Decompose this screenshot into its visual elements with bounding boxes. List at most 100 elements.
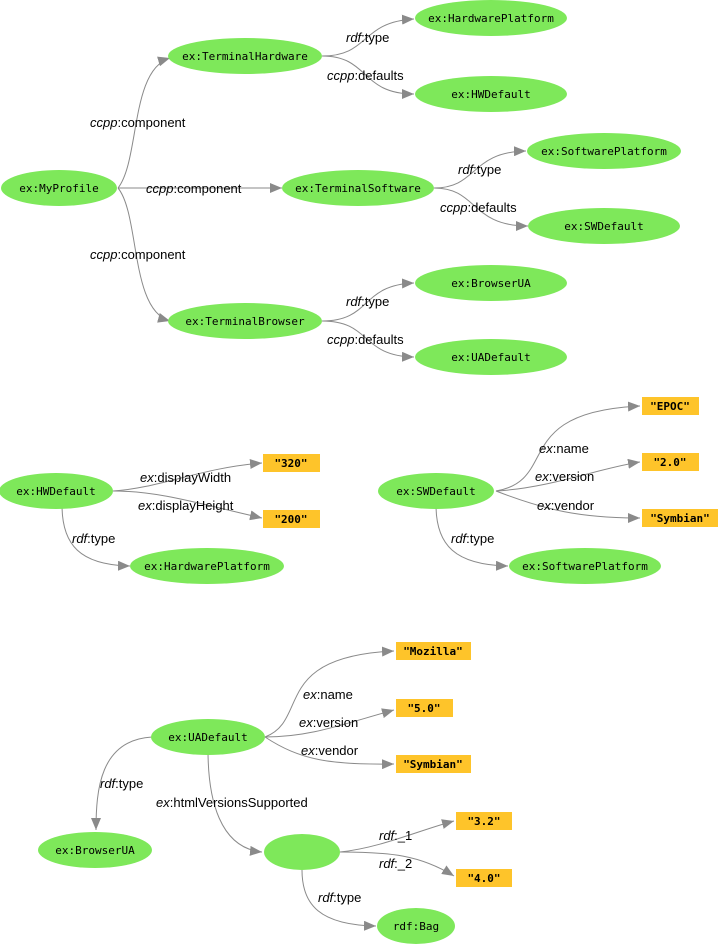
svg-text:"5.0": "5.0" [407,702,440,715]
edge-label-ccpp-component-2: ccpp:component [146,181,242,196]
svg-text:ex:MyProfile: ex:MyProfile [19,182,98,195]
svg-text:ex:HWDefault: ex:HWDefault [451,88,530,101]
node-ex-hwdefault-2: ex:HWDefault [0,473,113,509]
node-ex-swdefault-1: ex:SWDefault [528,208,680,244]
literal-2-0: "2.0" [642,453,699,471]
node-ex-softwareplatform-1: ex:SoftwarePlatform [527,133,681,169]
literal-mozilla: "Mozilla" [396,642,471,660]
svg-text:"Symbian": "Symbian" [650,512,710,525]
edge-label-rdf-type-1: rdf:type [346,30,389,45]
node-ex-myprofile: ex:MyProfile [1,170,117,206]
node-ex-uadefault-2: ex:UADefault [151,719,265,755]
literal-epoc: "EPOC" [642,397,699,415]
node-ex-hardwareplatform-2: ex:HardwarePlatform [130,548,284,584]
svg-text:"200": "200" [274,513,307,526]
edge-label-rdf-2: rdf:_2 [379,856,412,871]
svg-text:ex:TerminalBrowser: ex:TerminalBrowser [185,315,305,328]
edge-label-ex-name-2: ex:name [303,687,353,702]
edge-uadefault-browserua [91,736,153,831]
edge-label-ex-vendor-2: ex:vendor [301,743,359,758]
svg-text:ex:HWDefault: ex:HWDefault [16,485,95,498]
edge-label-ex-displayheight: ex:displayHeight [138,498,234,513]
edge-blank-40 [339,851,455,877]
node-ex-uadefault-1: ex:UADefault [415,339,567,375]
edge-label-ccpp-defaults-3: ccpp:defaults [327,332,404,347]
svg-text:"EPOC": "EPOC" [650,400,690,413]
node-ex-browserua-2: ex:BrowserUA [38,832,152,868]
svg-text:ex:BrowserUA: ex:BrowserUA [55,844,135,857]
edge-ts-softwareplatform [433,146,527,189]
svg-text:ex:SWDefault: ex:SWDefault [396,485,475,498]
edge-label-ccpp-component-1: ccpp:component [90,115,186,130]
svg-text:ex:UADefault: ex:UADefault [451,351,530,364]
node-ex-terminalsoftware: ex:TerminalSoftware [282,170,434,206]
edge-label-ex-version-1: ex:version [535,469,594,484]
edge-label-ex-vendor-1: ex:vendor [537,498,595,513]
svg-text:ex:BrowserUA: ex:BrowserUA [451,277,531,290]
svg-text:ex:SoftwarePlatform: ex:SoftwarePlatform [541,145,667,158]
svg-text:ex:SWDefault: ex:SWDefault [564,220,643,233]
literal-200: "200" [263,510,320,528]
edge-hwdefault-200 [112,490,263,521]
node-ex-terminalbrowser: ex:TerminalBrowser [168,303,322,339]
svg-text:rdf:Bag: rdf:Bag [393,920,439,933]
node-ex-browserua-1: ex:BrowserUA [415,265,567,301]
svg-text:"4.0": "4.0" [467,872,500,885]
node-ex-softwareplatform-2: ex:SoftwarePlatform [509,548,661,584]
edge-tb-uadefault [321,320,415,362]
node-ex-swdefault-2: ex:SWDefault [378,473,494,509]
resource-nodes: ex:MyProfile ex:TerminalHardware ex:Term… [0,0,681,944]
literal-320: "320" [263,454,320,472]
edge-label-rdf-1: rdf:_1 [379,828,412,843]
edge-label-rdf-type-4: rdf:type [72,531,115,546]
svg-text:ex:UADefault: ex:UADefault [168,731,247,744]
edges [61,14,641,931]
edge-swdefault-epoc [495,401,641,492]
literal-symbian-1: "Symbian" [642,509,718,527]
edge-tb-browserua [321,278,415,322]
literal-5-0: "5.0" [396,699,453,717]
node-ex-hwdefault-1: ex:HWDefault [415,76,567,112]
edge-th-hwdefault [321,55,415,99]
edge-labels: ccpp:component ccpp:component ccpp:compo… [72,30,595,905]
literal-3-2: "3.2" [456,812,512,830]
svg-text:ex:SoftwarePlatform: ex:SoftwarePlatform [522,560,648,573]
edge-myprofile-terminalhardware [117,56,171,189]
literal-symbian-2: "Symbian" [396,755,471,773]
edge-blank-rdfbag [301,869,377,931]
svg-text:ex:TerminalSoftware: ex:TerminalSoftware [295,182,421,195]
edge-label-ex-version-2: ex:version [299,715,358,730]
edge-label-ccpp-defaults-1: ccpp:defaults [327,68,404,83]
edge-label-ex-name-1: ex:name [539,441,589,456]
edge-label-ex-htmlversionssupported: ex:htmlVersionsSupported [156,795,308,810]
edge-hwdefault-320 [112,458,263,492]
edge-swdefault-softwareplatform [435,504,509,571]
svg-text:ex:HardwarePlatform: ex:HardwarePlatform [144,560,270,573]
edge-label-rdf-type-2: rdf:type [458,162,501,177]
svg-text:"2.0": "2.0" [653,456,686,469]
edge-label-rdf-type-7: rdf:type [318,890,361,905]
node-ex-terminalhardware: ex:TerminalHardware [168,38,322,74]
edge-uadefault-blank [207,749,263,856]
edge-label-ccpp-defaults-2: ccpp:defaults [440,200,517,215]
edge-swdefault-symbian [495,490,641,523]
edge-label-rdf-type-3: rdf:type [346,294,389,309]
svg-text:"Symbian": "Symbian" [403,758,463,771]
literal-4-0: "4.0" [456,869,512,887]
edge-label-rdf-type-5: rdf:type [451,531,494,546]
node-rdf-bag: rdf:Bag [377,908,455,944]
literal-nodes: "320" "200" "EPOC" "2.0" "Symbian" "Mozi… [263,397,718,887]
node-ex-hardwareplatform-1: ex:HardwarePlatform [415,0,567,36]
edge-ts-swdefault [433,187,529,231]
svg-text:"Mozilla": "Mozilla" [403,645,463,658]
edge-myprofile-terminalbrowser [117,187,171,323]
edge-label-rdf-type-6: rdf:type [100,776,143,791]
svg-text:"3.2": "3.2" [467,815,500,828]
svg-text:"320": "320" [274,457,307,470]
edge-hwdefault-hardwareplatform [61,504,131,571]
svg-text:ex:HardwarePlatform: ex:HardwarePlatform [428,12,554,25]
svg-text:ex:TerminalHardware: ex:TerminalHardware [182,50,308,63]
node-blank [264,834,340,870]
edge-blank-32 [339,819,455,853]
